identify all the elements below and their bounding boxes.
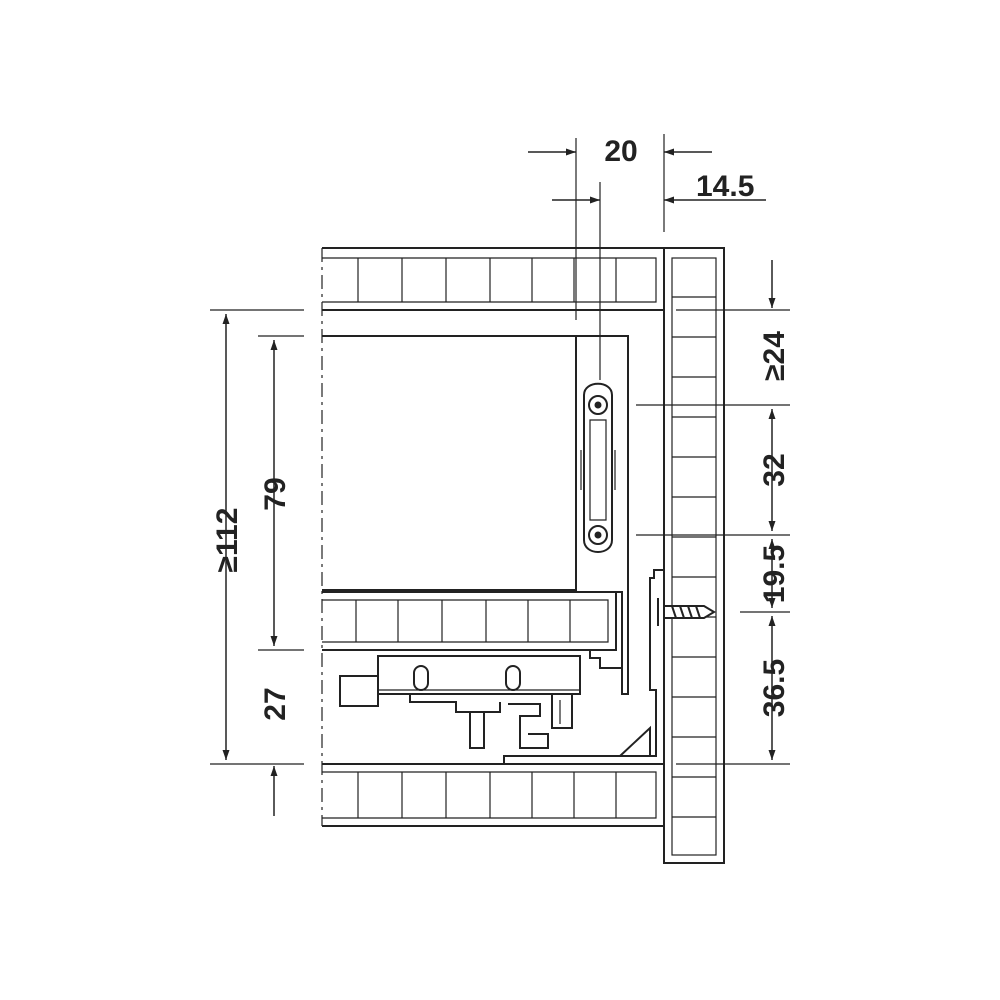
drawer-bottom-panel — [322, 591, 617, 651]
cabinet-side-panel — [663, 247, 725, 864]
runner-profile — [503, 569, 665, 765]
top-panel — [322, 247, 665, 311]
locking-device — [339, 655, 581, 749]
dimension-top-width: 20 — [604, 135, 637, 168]
dimension-right-spacing: 32 — [758, 453, 791, 486]
wood-screw-icon — [657, 598, 716, 626]
bottom-panel — [322, 763, 665, 827]
screw-hole-icon — [588, 395, 608, 415]
dimension-top-offset: 14.5 — [696, 170, 754, 203]
rear-bracket — [575, 335, 629, 695]
dimension-left-total: ≥112 — [211, 508, 244, 573]
dimension-right-lower: 19.5 — [758, 545, 791, 603]
dimension-left-bottom: 27 — [259, 687, 292, 720]
dimension-right-top: ≥24 — [758, 331, 791, 381]
dimension-arrows — [222, 148, 776, 816]
dimension-left-inner: 79 — [259, 477, 292, 510]
extension-lines — [210, 134, 790, 765]
screw-hole-icon — [588, 525, 608, 545]
dimension-right-bottom: 36.5 — [758, 659, 791, 717]
